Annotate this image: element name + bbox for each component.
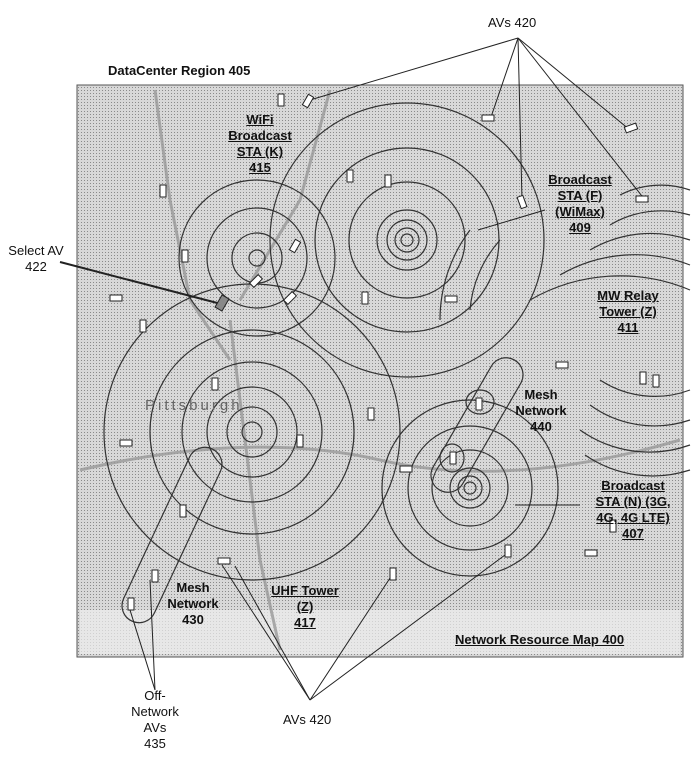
label-line: UHF Tower bbox=[271, 583, 339, 598]
wifi-rings bbox=[178, 179, 336, 337]
map-area bbox=[76, 84, 684, 658]
mesh-networks bbox=[121, 357, 524, 624]
label-line: Network bbox=[167, 596, 219, 611]
label-line: 4G, 4G LTE) bbox=[596, 510, 670, 525]
cell-rings bbox=[381, 399, 559, 577]
label-line: 417 bbox=[294, 615, 316, 630]
select-av-number: 422 bbox=[25, 259, 47, 274]
uhf-rings bbox=[103, 283, 401, 581]
label-line: Mesh bbox=[176, 580, 210, 595]
map-city-watermark: Pittsburgh bbox=[145, 397, 243, 414]
label-line: STA (K) bbox=[236, 144, 284, 159]
network-resource-map-label: Network Resource Map 400 bbox=[455, 632, 625, 647]
label-line: 407 bbox=[622, 526, 644, 541]
wimax-rings bbox=[269, 102, 545, 378]
label-line: Broadcast bbox=[228, 128, 292, 143]
label-line: 430 bbox=[182, 612, 204, 627]
off-network-line: Off- bbox=[144, 688, 166, 703]
off-network-line: AVs bbox=[143, 720, 167, 735]
label-line: STA (F) bbox=[557, 188, 603, 203]
label-line: 415 bbox=[249, 160, 271, 175]
label-line: Broadcast bbox=[548, 172, 612, 187]
autonomous-vehicles bbox=[109, 93, 660, 611]
label-line: Network bbox=[515, 403, 567, 418]
mesh-440-boundary bbox=[430, 357, 524, 493]
mw-arcs bbox=[439, 184, 691, 477]
label-line: 411 bbox=[617, 320, 639, 335]
select-av-text: Select AV bbox=[8, 243, 64, 258]
label-line: Broadcast bbox=[601, 478, 665, 493]
label-line: WiFi bbox=[246, 112, 274, 127]
label-line: Mesh bbox=[524, 387, 558, 402]
avs-420-top-label: AVs 420 bbox=[488, 15, 537, 30]
callout-lines bbox=[59, 37, 646, 701]
map-roads bbox=[79, 89, 681, 651]
avs-420-bottom-label: AVs 420 bbox=[283, 712, 332, 727]
datacenter-region-title: DataCenter Region 405 bbox=[108, 63, 251, 78]
uhf-tower-label: UHF Tower(Z)417 bbox=[265, 583, 345, 631]
mesh-430-boundary bbox=[121, 446, 223, 624]
label-line: 440 bbox=[530, 419, 552, 434]
label-line: 409 bbox=[569, 220, 591, 235]
label-line: (WiMax) bbox=[555, 204, 605, 219]
off-network-line: Network bbox=[131, 704, 179, 719]
off-network-number: 435 bbox=[144, 736, 166, 751]
label-line: Tower (Z) bbox=[599, 304, 657, 319]
label-line: MW Relay bbox=[597, 288, 659, 303]
label-line: (Z) bbox=[296, 599, 314, 614]
label-line: STA (N) (3G, bbox=[595, 494, 671, 509]
coverage-rings bbox=[103, 102, 691, 581]
